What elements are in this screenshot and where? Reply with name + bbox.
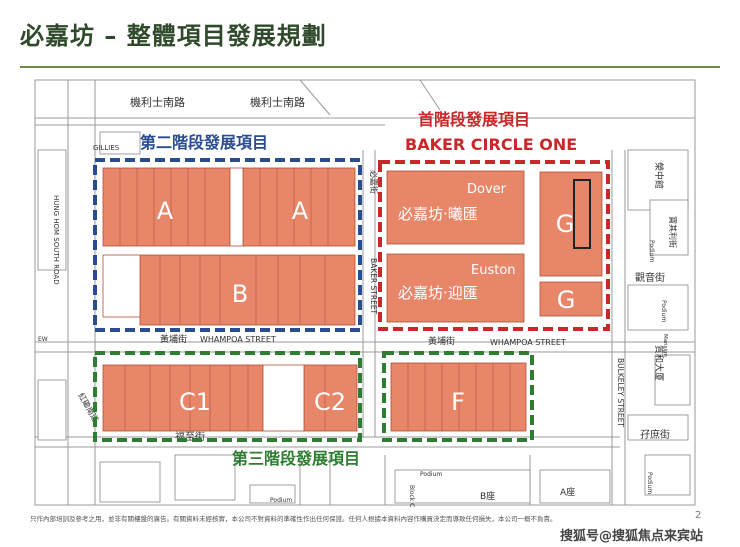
- watermark: 搜狐号@搜狐焦点来宾站: [560, 529, 704, 544]
- street-ew: EW: [38, 336, 48, 343]
- block-c1: [102, 364, 264, 432]
- label-block-a: A座: [560, 486, 575, 498]
- road-lines: [35, 79, 695, 505]
- label-podium-right-3: Podium: [646, 472, 653, 494]
- label-block-c: Block C: [408, 485, 415, 507]
- dover-en: Dover: [467, 182, 507, 197]
- phase3-boundary-left: [93, 351, 362, 442]
- block-letter-f: F: [451, 388, 465, 416]
- block-g-top: [539, 171, 603, 277]
- block-g-outline: [573, 179, 591, 249]
- label-wing-chung: 榮中館: [653, 162, 665, 189]
- block-f: [390, 362, 527, 432]
- label-gillies: GILLIES: [93, 144, 120, 152]
- block-c2: [303, 364, 358, 432]
- phase1-boundary: [378, 160, 610, 331]
- site-blocks: [102, 167, 603, 432]
- euston-en: Euston: [471, 263, 516, 278]
- block-letter-b: B: [232, 280, 248, 308]
- street-po-kei: 寶其利街: [668, 216, 678, 248]
- block-euston: [386, 253, 525, 323]
- euston-cn: 必嘉坊‧迎匯: [398, 284, 478, 302]
- street-whampoa-en-left: WHAMPOA STREET: [200, 335, 276, 344]
- street-bulkeley: BULKELEY STREET: [616, 358, 625, 427]
- label-podium-right-1: Podium: [648, 240, 655, 262]
- block-letter-g-top: G: [556, 210, 575, 238]
- street-baker-en: BAKER STREET: [369, 258, 378, 315]
- label-podium-left: Podium: [270, 497, 292, 504]
- page-title: 必嘉坊 – 整體項目發展規劃: [20, 22, 327, 50]
- phase3-title: 第三階段發展項目: [232, 449, 360, 468]
- label-chat-wo: 質和大厦: [653, 345, 665, 381]
- street-whampoa-en-right: WHAMPOA STREET: [490, 338, 566, 347]
- label-block-b: B座: [480, 490, 495, 502]
- label-mansion: Mansion: [662, 334, 668, 357]
- street-whampoa-cn-right: 黃埔街: [428, 335, 455, 347]
- block-letter-g-bottom: G: [557, 286, 576, 314]
- page-number: 2: [695, 510, 702, 521]
- block-letter-c1: C1: [179, 388, 211, 416]
- phase1-title-cn: 首階段發展項目: [418, 110, 530, 129]
- block-dover: [386, 170, 525, 245]
- block-g-bottom: [539, 281, 603, 317]
- surrounding-buildings: [37, 131, 691, 504]
- phase3-boundary-right: [382, 351, 534, 442]
- dover-cn: 必嘉坊‧曦匯: [398, 205, 478, 223]
- street-kwun-yam: 觀音街: [635, 271, 665, 284]
- street-whampoa-cn-left: 黃埔街: [160, 333, 187, 345]
- street-tsz-shu: 孖庶街: [640, 428, 670, 441]
- street-gillies-1: 機利士南路: [130, 95, 185, 109]
- street-gillies-2: 機利士南路: [250, 95, 305, 109]
- block-letter-a-right: A: [292, 197, 309, 225]
- block-letter-a-left: A: [157, 197, 174, 225]
- block-a-left: [102, 167, 231, 247]
- phase2-title: 第二階段發展項目: [140, 133, 268, 152]
- white-plots: [102, 167, 305, 432]
- block-letter-c2: C2: [314, 388, 346, 416]
- label-podium-bottom: Podium: [420, 471, 442, 478]
- phase1-title-en: BAKER CIRCLE ONE: [405, 135, 577, 154]
- street-hung-hom-south-road: HUNG HOM SOUTH ROAD: [52, 195, 60, 285]
- street-baker-cn: 必嘉街: [369, 170, 379, 194]
- label-podium-right-2: Podium: [660, 300, 667, 322]
- title-rule: [20, 66, 720, 68]
- disclaimer: 只作內部培訓及參考之用，並非有關樓盤的廣告。有關資料未經核實，本公司不對資料的準…: [30, 515, 557, 523]
- phase2-boundary: [93, 158, 362, 332]
- lot-lines: [119, 168, 511, 431]
- block-a-right: [242, 167, 356, 247]
